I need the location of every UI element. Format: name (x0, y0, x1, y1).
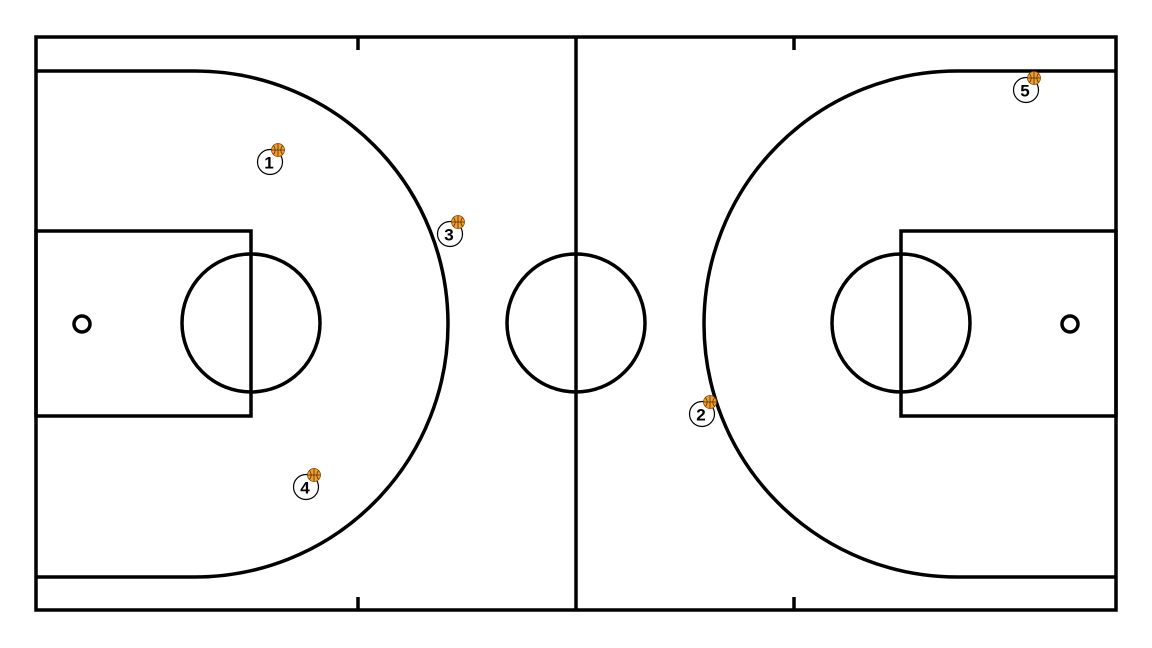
player-number: 1 (264, 154, 273, 173)
players-layer: 1 2 3 4 5 (256, 71, 1041, 501)
three-point-line-right (702, 69, 1116, 579)
basketball-icon (451, 215, 465, 229)
player-marker[interactable]: 2 (688, 395, 717, 428)
center-circle (505, 252, 647, 394)
key-left (34, 229, 253, 418)
player-number: 3 (444, 226, 453, 245)
player-marker[interactable]: 4 (292, 468, 321, 501)
three-point-line-left (36, 69, 450, 579)
player-number: 4 (300, 479, 310, 498)
player-marker[interactable]: 5 (1012, 71, 1041, 104)
basketball-icon (703, 395, 717, 409)
player-number: 2 (696, 406, 705, 425)
basketball-icon (271, 143, 285, 157)
basketball-icon (307, 468, 321, 482)
player-marker[interactable]: 3 (436, 215, 465, 248)
key-right (899, 229, 1118, 418)
basket-right (1060, 314, 1080, 334)
player-marker[interactable]: 1 (256, 143, 285, 176)
free-throw-circle-right (830, 252, 972, 394)
free-throw-circle-left (180, 252, 322, 394)
basketball-icon (1027, 71, 1041, 85)
player-number: 5 (1020, 82, 1029, 101)
basket-left (72, 314, 92, 334)
